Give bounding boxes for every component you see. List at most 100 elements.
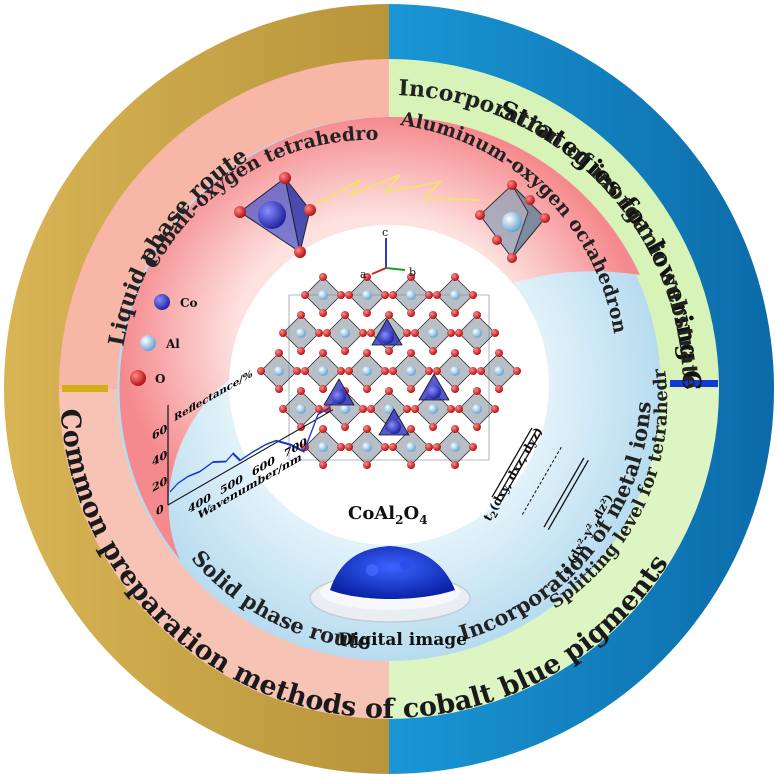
o-atom xyxy=(473,311,481,319)
o-atom xyxy=(367,329,375,337)
o-atom xyxy=(279,405,287,413)
o-atom xyxy=(389,291,397,299)
legend-co-label: Co xyxy=(180,296,198,310)
al-atom xyxy=(428,404,438,414)
o-atom xyxy=(341,423,349,431)
formula-label: CoAl2O4 xyxy=(348,503,428,527)
o-atom xyxy=(425,443,433,451)
o-atom xyxy=(363,349,371,357)
al-atom xyxy=(362,366,372,376)
al-atom xyxy=(406,290,416,300)
o-atom xyxy=(407,273,415,281)
o-atom xyxy=(429,347,437,355)
al-atom xyxy=(494,366,504,376)
al-atom xyxy=(318,290,328,300)
o-atom xyxy=(381,443,389,451)
o-atom xyxy=(337,443,345,451)
o-atom xyxy=(319,349,327,357)
o-atom xyxy=(411,329,419,337)
legend-al-marker xyxy=(140,335,156,351)
o-atom xyxy=(389,443,397,451)
o-atom xyxy=(363,385,371,393)
o-atom xyxy=(319,273,327,281)
o-atom xyxy=(403,329,411,337)
o-atom xyxy=(341,347,349,355)
o-atom xyxy=(345,291,353,299)
o-atom xyxy=(513,367,521,375)
o-atom xyxy=(385,311,393,319)
al-atom xyxy=(318,442,328,452)
o-atom xyxy=(341,311,349,319)
o-atom xyxy=(301,291,309,299)
o-atom xyxy=(293,367,301,375)
o-atom xyxy=(433,443,441,451)
o-atom xyxy=(429,311,437,319)
atom-legend: Co Al O xyxy=(130,294,198,386)
o-atom xyxy=(297,311,305,319)
o-atom xyxy=(403,405,411,413)
o-atom xyxy=(451,461,459,469)
o-atom xyxy=(385,347,393,355)
o-atom xyxy=(257,367,265,375)
al-atom xyxy=(318,366,328,376)
al-atom xyxy=(450,442,460,452)
o-atom xyxy=(275,349,283,357)
o-atom xyxy=(447,329,455,337)
al-atom xyxy=(274,366,284,376)
o-atom xyxy=(491,405,499,413)
o-atom xyxy=(363,461,371,469)
o-atom xyxy=(363,273,371,281)
o-atom xyxy=(345,443,353,451)
o-atom xyxy=(297,387,305,395)
o-atom xyxy=(381,367,389,375)
o-atom xyxy=(385,387,393,395)
o-atom xyxy=(367,405,375,413)
o-atom xyxy=(363,309,371,317)
center-circle xyxy=(229,225,549,545)
ytick-0: 0 xyxy=(156,501,164,518)
al-atom xyxy=(472,328,482,338)
o-atom xyxy=(359,329,367,337)
o-atom xyxy=(469,291,477,299)
o-atom xyxy=(301,367,309,375)
o-atom xyxy=(451,273,459,281)
axis-indicator: c b a xyxy=(360,226,416,281)
o-atom xyxy=(469,367,477,375)
o-atom xyxy=(455,405,463,413)
o-atom xyxy=(433,291,441,299)
o-atom xyxy=(451,385,459,393)
o-atom xyxy=(381,291,389,299)
al-atom xyxy=(362,442,372,452)
o-atom xyxy=(407,385,415,393)
o-atom xyxy=(425,291,433,299)
cobalt-tetrahedron-model xyxy=(234,172,316,258)
o-atom xyxy=(407,309,415,317)
o-atom xyxy=(451,309,459,317)
o-atom xyxy=(473,347,481,355)
axis-a-label: a xyxy=(360,268,367,281)
separator-right xyxy=(670,380,718,387)
o-atom xyxy=(469,443,477,451)
o-atom xyxy=(319,425,327,433)
al-atom xyxy=(406,442,416,452)
lightning-decoration xyxy=(314,174,481,206)
al-atom xyxy=(340,404,350,414)
o-atom xyxy=(389,367,397,375)
al-atom xyxy=(472,404,482,414)
o-atom xyxy=(447,405,455,413)
o-atom xyxy=(495,385,503,393)
o-atom xyxy=(345,367,353,375)
al-atom xyxy=(384,404,394,414)
co-atom xyxy=(380,330,394,344)
co-atom xyxy=(332,390,346,404)
o-atom xyxy=(315,329,323,337)
axis-b-label: b xyxy=(409,266,416,279)
o-atom xyxy=(433,367,441,375)
al-atom xyxy=(406,366,416,376)
al-atom xyxy=(428,328,438,338)
separator-left xyxy=(62,385,108,392)
al-atom xyxy=(450,290,460,300)
digital-image-label: Digital image xyxy=(338,630,467,650)
